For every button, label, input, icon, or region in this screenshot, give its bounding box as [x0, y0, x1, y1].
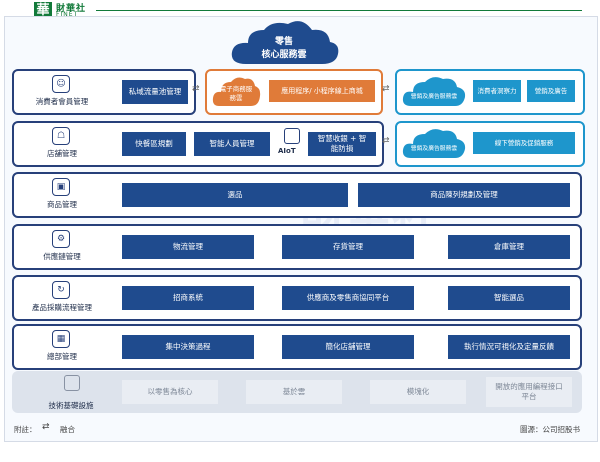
row-label-consumer: 消費者會員管理 — [35, 97, 89, 106]
footer-note-label: 附註： — [14, 425, 37, 434]
user-icon: ☺ — [52, 75, 70, 93]
fast-mall-box: 快餐區規劃 — [122, 132, 186, 156]
retail-core-box: 以零售為核心 — [122, 380, 218, 404]
row-store: ☖ 店舖管理 快餐區規劃 智能人員管理 AIoT 智慧收銀 + 智能防損 — [12, 121, 384, 167]
planning-box: 商品陳列規劃及管理 — [358, 183, 570, 207]
simplify-box: 簡化店舖管理 — [282, 335, 414, 359]
core-service-cloud: 零售 核心服務雲 — [226, 18, 342, 68]
row-consumer: ☺ 消費者會員管理 私域流量池管理 — [12, 69, 196, 115]
consumer-insight-box: 消費者洞察力 — [473, 80, 521, 102]
marketing-cloud-1: 營銷及廣告服務雲 — [401, 74, 467, 108]
row-infra: 技術基礎設施 以零售為核心 基於雲 模塊化 開放的應用編程接口平台 — [12, 371, 582, 413]
row-product: ▣ 商品管理 選品 商品陳列規劃及管理 — [12, 172, 582, 218]
brand-name-cn: 財華社 — [56, 4, 87, 14]
base-cloud-box: 基於雲 — [246, 380, 342, 404]
ecommerce-cloud-label: 電子商務服務雲 — [219, 85, 253, 102]
process-icon: ↻ — [52, 281, 70, 299]
core-cloud-line2: 核心服務雲 — [261, 50, 307, 60]
row-hq: ▦ 總部管理 集中決策過程 簡化店舖管理 執行情況可視化及定量反饋 — [12, 324, 582, 370]
ecommerce-cloud-box: 電子商務服務雲 應用程序/ 小程序線上商城 — [205, 69, 383, 115]
visual-box: 執行情況可視化及定量反饋 — [448, 335, 570, 359]
offline-marketing-box: 線下營銷及促銷服務 — [473, 132, 575, 154]
logistics-box: 物流管理 — [122, 235, 254, 259]
footer-note-text: 融合 — [60, 425, 75, 434]
core-cloud-line1: 零售 — [274, 37, 293, 47]
finet-logo: 華 — [34, 2, 52, 20]
row-label-product: 商品管理 — [47, 200, 77, 209]
supply-icon: ⚙ — [52, 230, 70, 248]
row-procurement: ↻ 產品採購流程管理 招商系統 供應商及零售商協同平台 智能選品 — [12, 275, 582, 321]
decision-box: 集中決策過程 — [122, 335, 254, 359]
collab-box: 供應商及零售商協同平台 — [282, 286, 414, 310]
selection-box: 選品 — [122, 183, 348, 207]
row-label-procurement: 產品採購流程管理 — [32, 303, 92, 312]
open-api-box: 開放的應用編程接口平台 — [486, 377, 572, 407]
smart-select-box: 智能選品 — [448, 286, 570, 310]
header-divider — [96, 10, 582, 11]
private-traffic-box: 私域流量池管理 — [122, 80, 188, 104]
row-label-hq: 總部管理 — [47, 352, 77, 361]
row-label-supply: 供應鏈管理 — [43, 252, 81, 261]
app-mall-box: 應用程序/ 小程序線上商城 — [269, 80, 375, 102]
fusion-legend-icon: ⇄ — [42, 422, 50, 432]
marketing-cloud-box-1: 營銷及廣告服務雲 消費者洞察力 營銷及廣告 — [395, 69, 585, 115]
fusion-arrow-1a: ⇄ — [192, 84, 200, 94]
ecommerce-cloud: 電子商務服務雲 — [211, 74, 261, 108]
marketing-ads-box: 營銷及廣告 — [527, 80, 575, 102]
fusion-arrow-1b: ⇄ — [382, 84, 390, 94]
brand-name-en: FINET — [56, 11, 79, 18]
hq-icon: ▦ — [52, 330, 70, 348]
row-label-infra: 技術基礎設施 — [48, 401, 94, 410]
marketing-cloud-box-2: 營銷及廣告服務雲 線下營銷及促銷服務 — [395, 121, 585, 167]
infra-icon — [64, 375, 80, 391]
row-supply: ⚙ 供應鏈管理 物流管理 存貨管理 倉庫管理 — [12, 224, 582, 270]
footer-source: 圖源：公司招股书 — [520, 425, 580, 434]
smart-staff-box: 智能人員管理 — [194, 132, 270, 156]
fusion-arrow-2: ⇄ — [382, 136, 390, 146]
row-label-store: 店舖管理 — [47, 149, 77, 158]
marketing-cloud-2: 營銷及廣告服務雲 — [401, 126, 467, 160]
aiot-chip-icon — [284, 128, 300, 144]
recruit-box: 招商系統 — [122, 286, 254, 310]
store-icon: ☖ — [52, 127, 70, 145]
box-icon: ▣ — [52, 178, 70, 196]
inventory-box: 存貨管理 — [282, 235, 414, 259]
marketing-cloud-1-label: 營銷及廣告服務雲 — [410, 94, 458, 100]
aiot-label: AIoT — [278, 147, 296, 155]
modular-box: 模塊化 — [370, 380, 466, 404]
marketing-cloud-2-label: 營銷及廣告服務雲 — [410, 146, 458, 152]
warehouse-box: 倉庫管理 — [448, 235, 570, 259]
smart-checkout-box: 智慧收銀 + 智能防損 — [308, 132, 376, 156]
